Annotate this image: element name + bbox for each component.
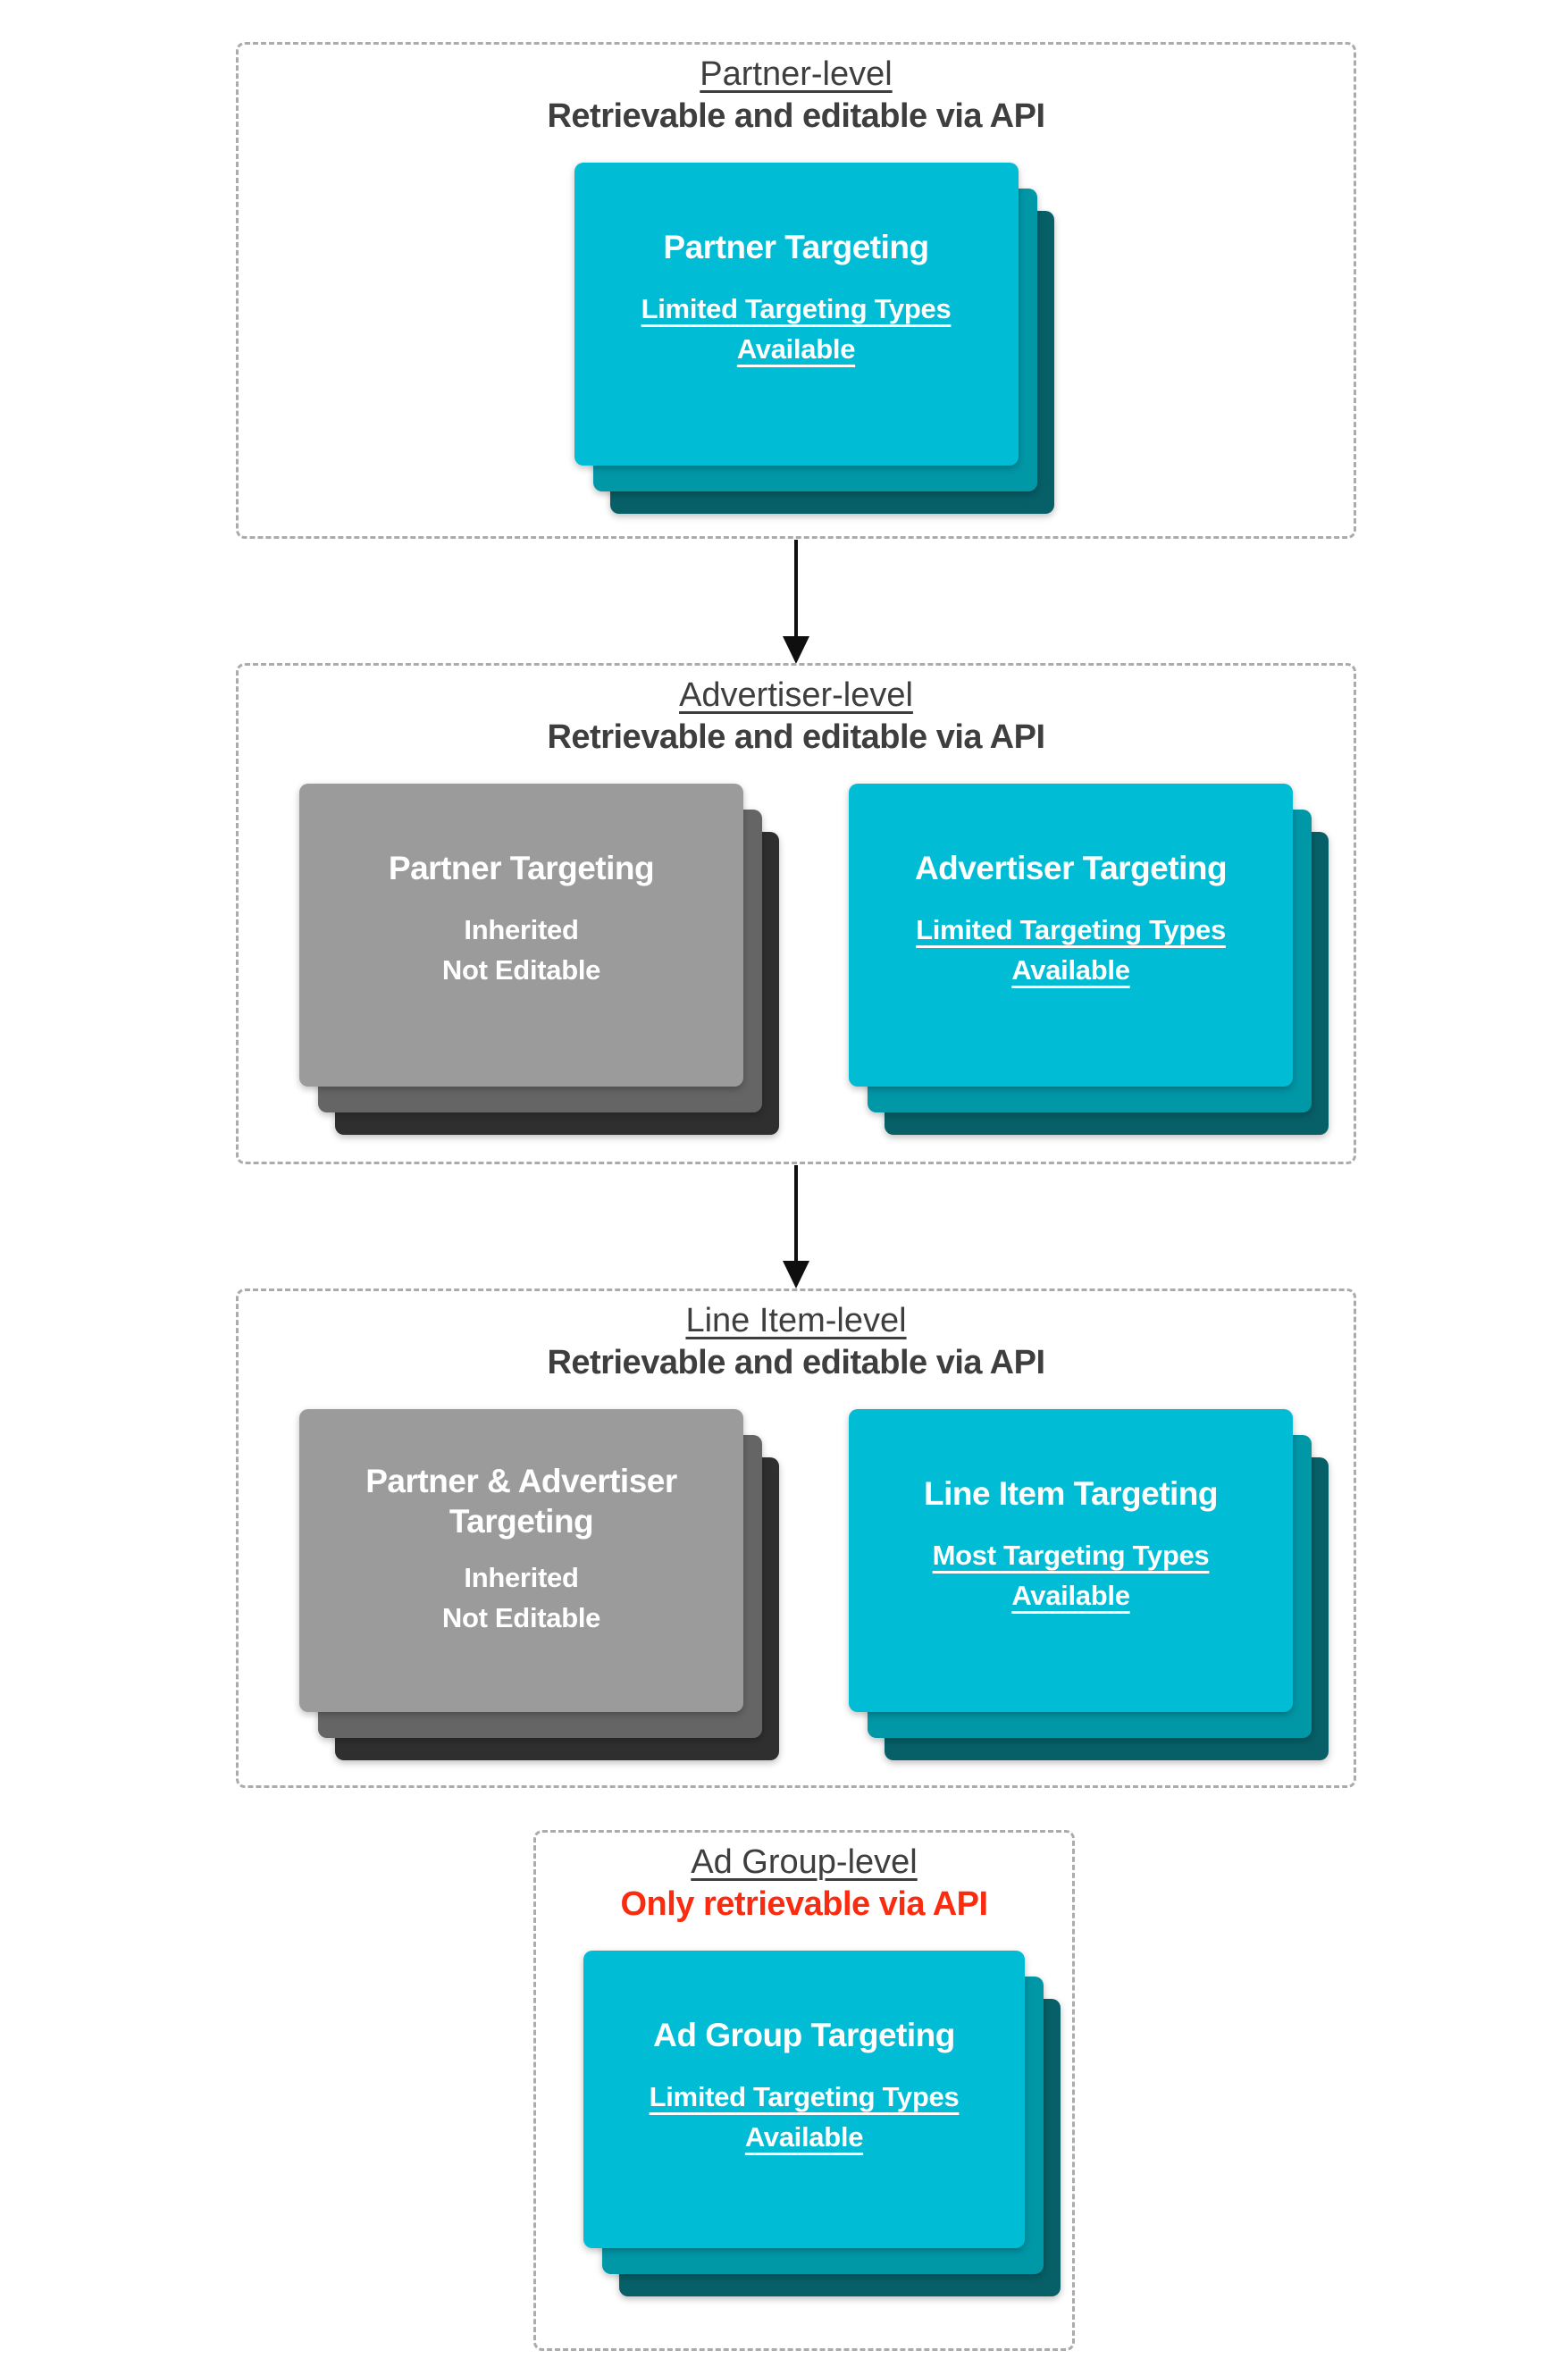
card-title: Partner Targeting [663,229,929,265]
line-item-level-title: Line Item-level [685,1302,907,1339]
advertiser-card-row: Partner Targeting Inherited Not Editable… [239,784,1354,1135]
arrow-shaft [794,1165,798,1261]
card-ad-group-targeting: Ad Group Targeting Limited Targeting Typ… [583,1951,1061,2296]
line-item-level-api-note: Retrievable and editable via API [547,1344,1045,1381]
advertiser-level-api-note: Retrievable and editable via API [547,718,1045,756]
card-face: Ad Group Targeting Limited Targeting Typ… [583,1951,1025,2248]
card-body: Limited Targeting Types Available [649,2081,960,2153]
arrow-head [783,1261,809,1288]
ad-group-level-title: Ad Group-level [691,1843,918,1881]
partner-card-row: Partner Targeting Limited Targeting Type… [239,163,1354,514]
line-item-card-row: Partner & Advertiser Targeting Inherited… [239,1409,1354,1760]
panel-ad-group-level: Ad Group-level Only retrievable via API … [533,1830,1075,2351]
panel-partner-level: Partner-level Retrievable and editable v… [236,42,1356,539]
arrow-down-icon [783,540,809,664]
card-inherited-partner-targeting: Partner Targeting Inherited Not Editable [299,784,779,1135]
card-advertiser-targeting: Advertiser Targeting Limited Targeting T… [849,784,1329,1135]
arrow-head [783,636,809,664]
partner-level-api-note: Retrievable and editable via API [547,97,1045,135]
ad-group-card-row: Ad Group Targeting Limited Targeting Typ… [536,1951,1072,2296]
card-line-item-targeting: Line Item Targeting Most Targeting Types… [849,1409,1329,1760]
arrow-down-icon [783,1165,809,1288]
arrow-shaft [794,540,798,636]
card-body: Limited Targeting Types Available [916,914,1226,986]
card-face: Partner & Advertiser Targeting Inherited… [299,1409,743,1712]
card-face: Partner Targeting Limited Targeting Type… [574,163,1019,466]
panel-advertiser-level: Advertiser-level Retrievable and editabl… [236,663,1356,1164]
card-face: Advertiser Targeting Limited Targeting T… [849,784,1293,1087]
card-body: Inherited Not Editable [441,1557,601,1638]
advertiser-level-title: Advertiser-level [679,676,913,714]
partner-level-title: Partner-level [700,55,893,93]
card-title: Partner Targeting [388,850,655,886]
card-title: Line Item Targeting [923,1475,1219,1512]
card-body-line: Inherited [464,1562,579,1593]
card-face: Line Item Targeting Most Targeting Types… [849,1409,1293,1712]
panel-line-item-level: Line Item-level Retrievable and editable… [236,1288,1356,1788]
card-title: Ad Group Targeting [653,2017,955,2053]
card-body: Limited Targeting Types Available [641,293,952,365]
card-partner-targeting: Partner Targeting Limited Targeting Type… [574,163,1054,514]
card-body: Inherited Not Editable [441,910,601,990]
card-title: Partner & Advertiser Targeting [365,1463,677,1540]
card-body: Most Targeting Types Available [932,1540,1210,1611]
card-inherited-partner-advertiser-targeting: Partner & Advertiser Targeting Inherited… [299,1409,779,1760]
card-title: Advertiser Targeting [914,850,1228,886]
card-body-line: Not Editable [441,954,601,986]
card-body-line: Inherited [464,914,579,945]
ad-group-level-api-note: Only retrievable via API [620,1885,988,1923]
card-body-line: Not Editable [441,1602,601,1633]
card-face: Partner Targeting Inherited Not Editable [299,784,743,1087]
